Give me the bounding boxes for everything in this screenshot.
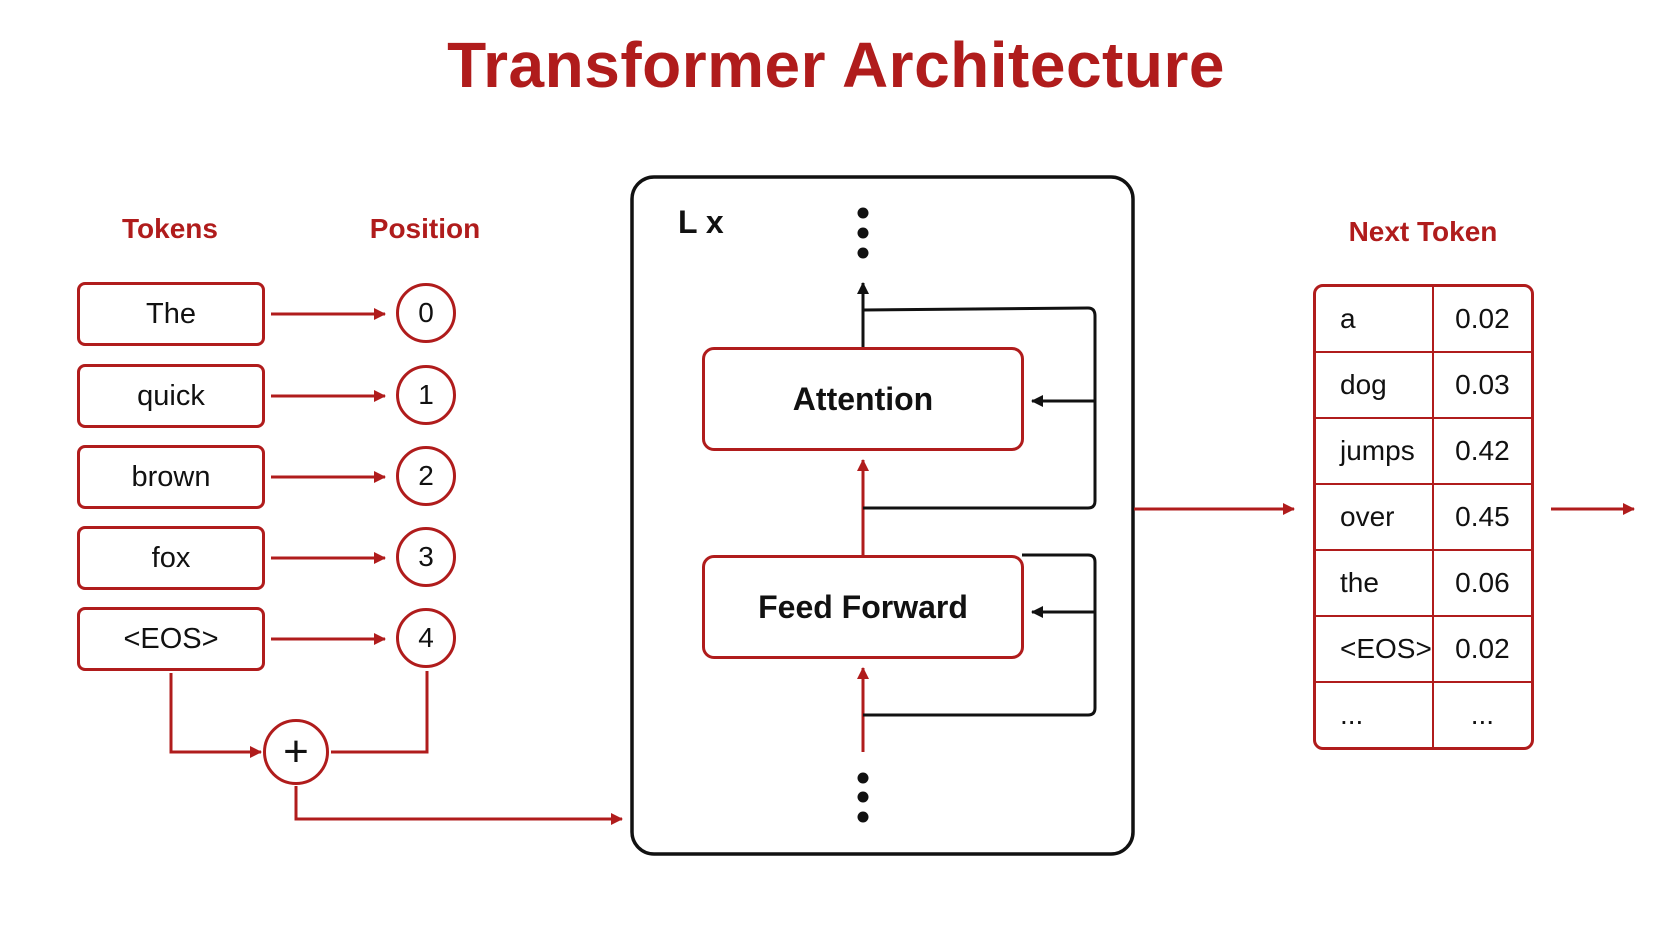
- probability-cell: 0.42: [1433, 419, 1531, 485]
- attention-residual-loop: [862, 306, 1097, 510]
- continuation-dot: [857, 772, 869, 784]
- transformer-block-frame: [630, 175, 1135, 856]
- candidate-token-cell: ...: [1316, 683, 1434, 747]
- token-box: fox: [77, 526, 265, 590]
- next-token-row: ......: [1316, 683, 1531, 747]
- continuation-dot: [857, 227, 869, 239]
- token-box: <EOS>: [77, 607, 265, 671]
- continuation-dot: [857, 791, 869, 803]
- next-token-header: Next Token: [1348, 216, 1498, 247]
- continuation-dot: [857, 207, 869, 219]
- candidate-token-cell: the: [1316, 551, 1434, 617]
- continuation-dot: [857, 811, 869, 823]
- continuation-dot: [857, 247, 869, 259]
- position-header: Position: [369, 213, 481, 244]
- probability-cell: 0.03: [1433, 353, 1531, 419]
- position-circle: 1: [396, 365, 456, 425]
- probability-cell: ...: [1470, 699, 1495, 730]
- probability-cell: 0.02: [1433, 287, 1531, 353]
- candidate-token-cell: a: [1316, 287, 1434, 353]
- candidate-token-cell: jumps: [1316, 419, 1434, 485]
- position-circle: 2: [396, 446, 456, 506]
- sum-to-block-arrow: [294, 786, 623, 825]
- position-to-sum-connector: [331, 671, 429, 754]
- repeat-label: L x: [678, 204, 724, 240]
- probability-cell: 0.02: [1433, 617, 1531, 683]
- position-circle: 3: [396, 527, 456, 587]
- token-box: brown: [77, 445, 265, 509]
- diagram-title: Transformer Architecture: [447, 29, 1225, 101]
- probability-cell: 0.45: [1433, 485, 1531, 551]
- next-token-row: <EOS>0.02: [1316, 617, 1531, 683]
- tokens-header: Tokens: [122, 213, 218, 244]
- position-circle: 0: [396, 283, 456, 343]
- sum-circle: +: [263, 719, 329, 785]
- feed-forward-residual-loop: [863, 553, 1097, 717]
- candidate-token-cell: <EOS>: [1316, 617, 1434, 683]
- feed-forward-block: Feed Forward: [702, 555, 1024, 659]
- probability-cell: 0.06: [1433, 551, 1531, 617]
- token-box: quick: [77, 364, 265, 428]
- token-to-sum-connector: [169, 673, 262, 758]
- attention-block: Attention: [702, 347, 1024, 451]
- position-circle: 4: [396, 608, 456, 668]
- candidate-token-cell: over: [1316, 485, 1434, 551]
- token-box: The: [77, 282, 265, 346]
- candidate-token-cell: dog: [1316, 353, 1434, 419]
